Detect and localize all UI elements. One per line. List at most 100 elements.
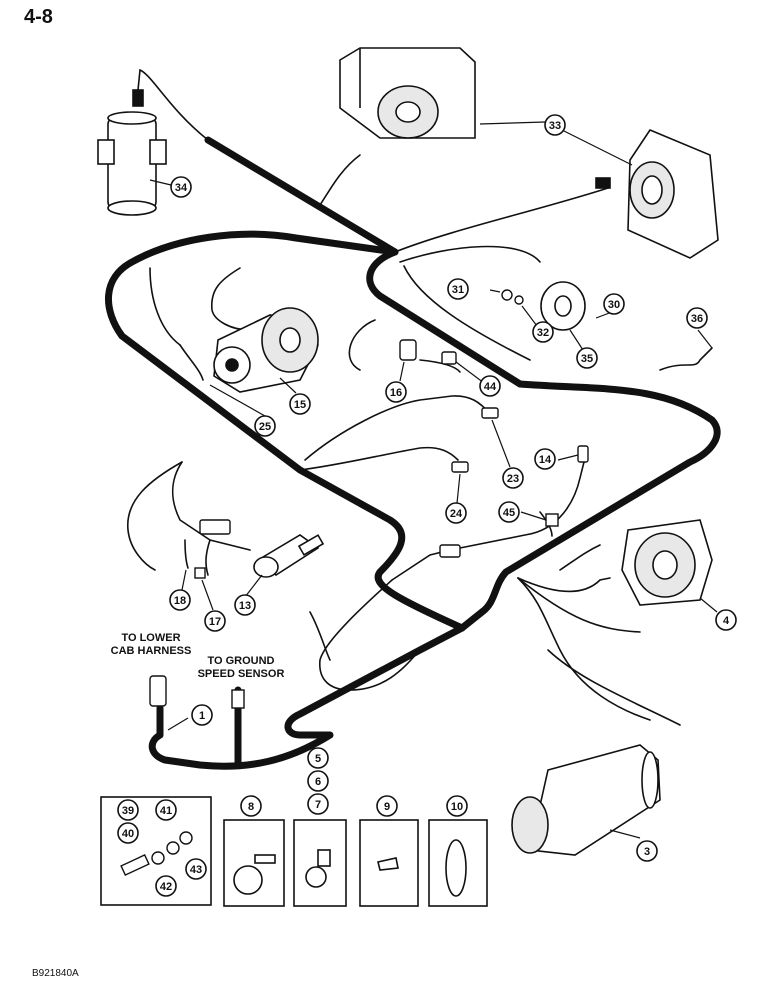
connector-ground-speed <box>231 689 245 709</box>
callout-23 <box>502 467 524 489</box>
harness-loop <box>105 230 466 632</box>
connector-45 <box>545 513 559 527</box>
callout-label-16: 16 <box>390 387 402 399</box>
callout-16 <box>385 381 407 403</box>
callout-10 <box>446 795 468 817</box>
callout-42 <box>155 875 177 897</box>
note-lower-cab-line2: CAB HARNESS <box>110 645 192 657</box>
callout-3 <box>636 840 658 862</box>
callout-label-1: 1 <box>199 710 205 722</box>
callout-label-18: 18 <box>174 595 186 607</box>
sensor-16 <box>399 339 417 361</box>
callout-label-24: 24 <box>450 508 463 520</box>
valve-component-34 <box>97 89 167 216</box>
callout-label-7: 7 <box>315 799 321 811</box>
callout-label-23: 23 <box>507 473 519 485</box>
callout-13 <box>234 594 256 616</box>
callout-label-36: 36 <box>691 313 703 325</box>
callout-label-6: 6 <box>315 776 321 788</box>
callout-31 <box>447 278 469 300</box>
callout-label-3: 3 <box>644 846 650 858</box>
callout-33 <box>544 114 566 136</box>
blower-housing-33a <box>339 47 476 139</box>
sensor-14 <box>577 445 589 463</box>
callout-label-30: 30 <box>608 299 620 311</box>
callout-label-17: 17 <box>209 616 221 628</box>
callout-label-44: 44 <box>484 381 497 393</box>
callout-label-41: 41 <box>160 805 172 817</box>
callout-9 <box>376 795 398 817</box>
callout-25 <box>254 415 276 437</box>
connector-lower-cab <box>149 675 167 707</box>
callout-8 <box>240 795 262 817</box>
solenoid-component-13 <box>253 534 325 578</box>
strap-box-10 <box>428 819 488 907</box>
callout-label-25: 25 <box>259 421 271 433</box>
callout-label-33: 33 <box>549 120 561 132</box>
callout-label-32: 32 <box>537 327 549 339</box>
callout-label-5: 5 <box>315 753 321 765</box>
callout-30 <box>603 293 625 315</box>
figure-code: B921840A <box>32 968 79 979</box>
callout-label-10: 10 <box>451 801 463 813</box>
washer-31 <box>501 289 513 301</box>
callout-36 <box>686 307 708 329</box>
callout-label-43: 43 <box>190 864 202 876</box>
callout-24 <box>445 502 467 524</box>
sensor-17 <box>194 567 206 579</box>
callout-44 <box>479 375 501 397</box>
callout-18 <box>169 589 191 611</box>
callout-label-34: 34 <box>175 182 188 194</box>
note-lower-cab: TO LOWER CAB HARNESS <box>96 632 206 658</box>
note-lower-cab-line1: TO LOWER <box>121 632 181 644</box>
callout-label-42: 42 <box>160 881 172 893</box>
callout-label-9: 9 <box>384 801 390 813</box>
page-number: 4-8 <box>24 6 53 28</box>
bracket-component-35 <box>540 281 586 331</box>
connectors <box>149 289 589 709</box>
callout-label-8: 8 <box>248 801 254 813</box>
callout-label-14: 14 <box>539 454 552 466</box>
callout-label-39: 39 <box>122 805 134 817</box>
sensor-24 <box>451 461 469 473</box>
callout-label-31: 31 <box>452 284 464 296</box>
callout-4 <box>715 609 737 631</box>
washer-32 <box>514 295 524 305</box>
callout-6 <box>307 770 329 792</box>
callout-17 <box>204 610 226 632</box>
callout-5 <box>307 747 329 769</box>
callout-35 <box>576 347 598 369</box>
note-ground-speed-line2: SPEED SENSOR <box>197 668 285 680</box>
note-ground-speed-line1: TO GROUND <box>207 655 275 667</box>
sensor-23 <box>481 407 499 419</box>
note-ground-speed: TO GROUND SPEED SENSOR <box>186 655 296 681</box>
callout-label-45: 45 <box>503 507 515 519</box>
callout-label-13: 13 <box>239 600 251 612</box>
connector-block <box>199 519 231 535</box>
callout-label-35: 35 <box>581 353 593 365</box>
clamp-box-8 <box>223 819 285 907</box>
callout-34 <box>170 176 192 198</box>
callout-39 <box>117 799 139 821</box>
thin-wires <box>127 68 713 726</box>
callout-label-40: 40 <box>122 828 134 840</box>
callout-1 <box>191 704 213 726</box>
starter-component-3 <box>511 744 661 856</box>
callout-41 <box>155 799 177 821</box>
harness-trunk-upper <box>204 136 721 632</box>
callout-15 <box>289 393 311 415</box>
callout-32 <box>532 321 554 343</box>
callout-14 <box>534 448 556 470</box>
blower-housing-33b <box>595 129 719 259</box>
clamp-box-7 <box>293 819 347 907</box>
callout-label-15: 15 <box>294 399 306 411</box>
callout-45 <box>498 501 520 523</box>
harness-to-lower-cab <box>148 624 466 770</box>
clip-box-9 <box>359 819 419 907</box>
callout-40 <box>117 822 139 844</box>
sensor-44 <box>441 351 457 365</box>
compressor-component-15 <box>213 307 319 393</box>
leader-lines <box>149 121 718 839</box>
